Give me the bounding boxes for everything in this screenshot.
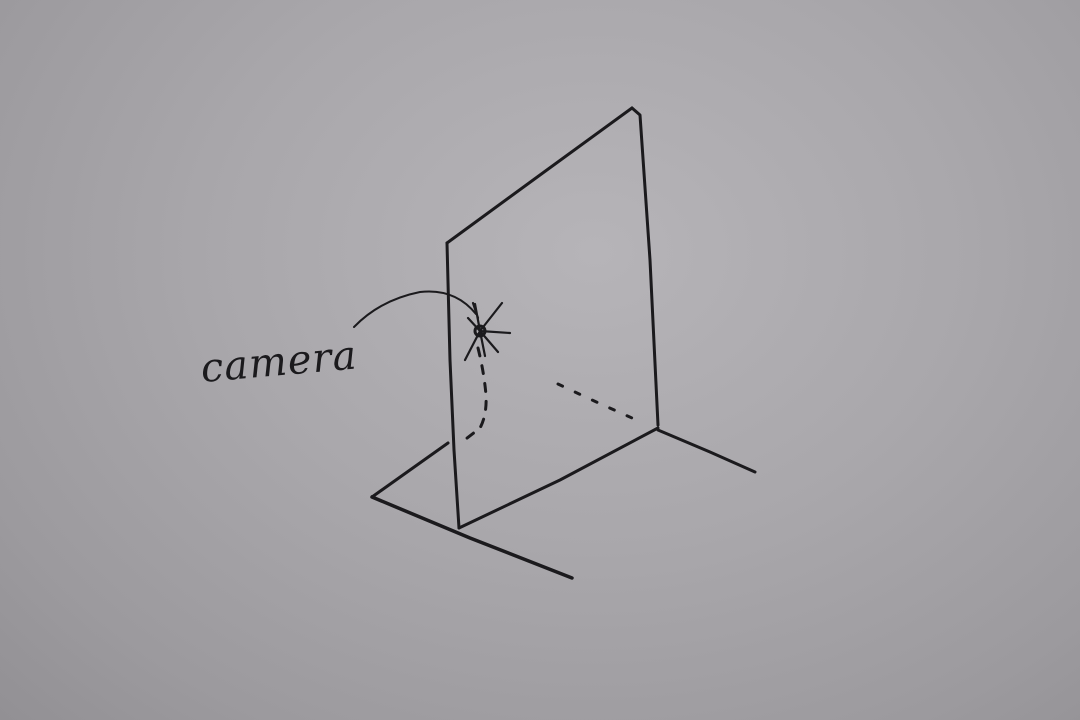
ground-back-axis [370, 441, 450, 499]
camera-ray-lines [463, 301, 512, 362]
panel-right-edge [630, 106, 660, 427]
dashed-floor-line [556, 382, 634, 420]
hidden-lines [460, 346, 634, 444]
panel-bottom-edge [457, 426, 660, 530]
annotation-arrow [353, 290, 477, 328]
vertical-panel [445, 106, 660, 530]
camera-symbol [463, 301, 512, 362]
dashed-vertical-line [460, 346, 488, 444]
ground-plane [370, 428, 757, 580]
ground-right-axis [656, 428, 757, 474]
ground-left-axis [370, 495, 574, 580]
panel-top-edge [445, 106, 634, 245]
panel-left-edge [445, 241, 461, 530]
